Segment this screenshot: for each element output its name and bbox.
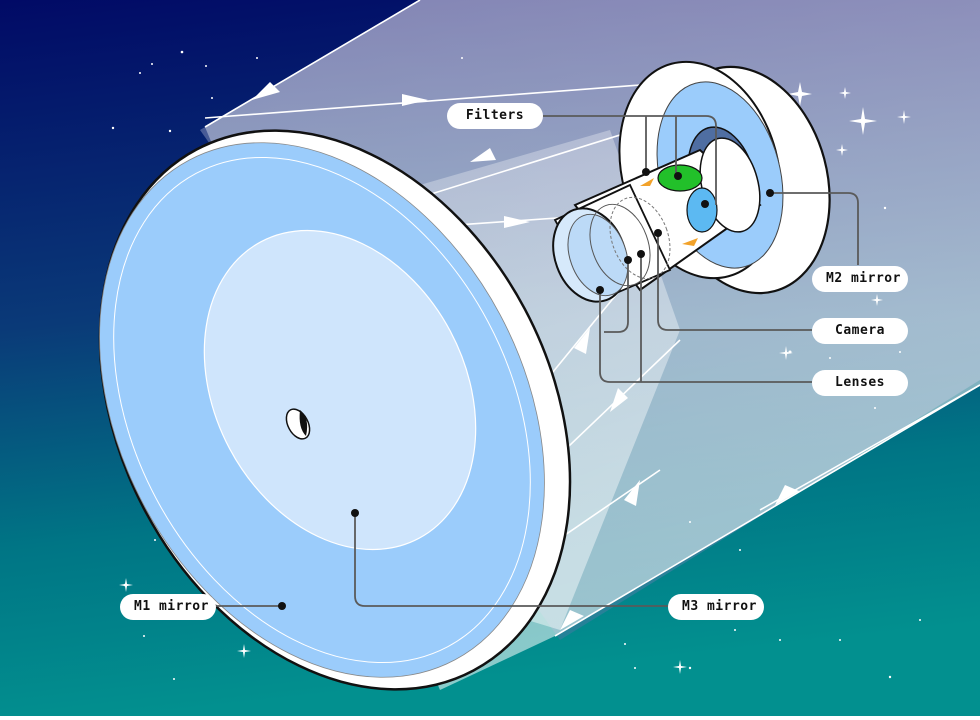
m3-mirror-label: M3 mirror: [668, 594, 764, 620]
m1-mirror-assembly: [98, 129, 572, 691]
filters-label: Filters: [447, 103, 543, 129]
m3-mirror-surface: [203, 229, 477, 551]
stars: [111, 50, 921, 680]
leader-lines: [216, 115, 859, 607]
lenses-label: Lenses: [812, 370, 908, 396]
camera-label: Camera: [812, 318, 908, 344]
m1-mirror-label: M1 mirror: [120, 594, 216, 620]
m2-mirror-label: M2 mirror: [812, 266, 908, 292]
leader-dots: [278, 168, 774, 610]
sparkle-stars: [119, 82, 911, 674]
blue-filter: [686, 187, 718, 233]
ray-arrowheads: [252, 82, 799, 630]
